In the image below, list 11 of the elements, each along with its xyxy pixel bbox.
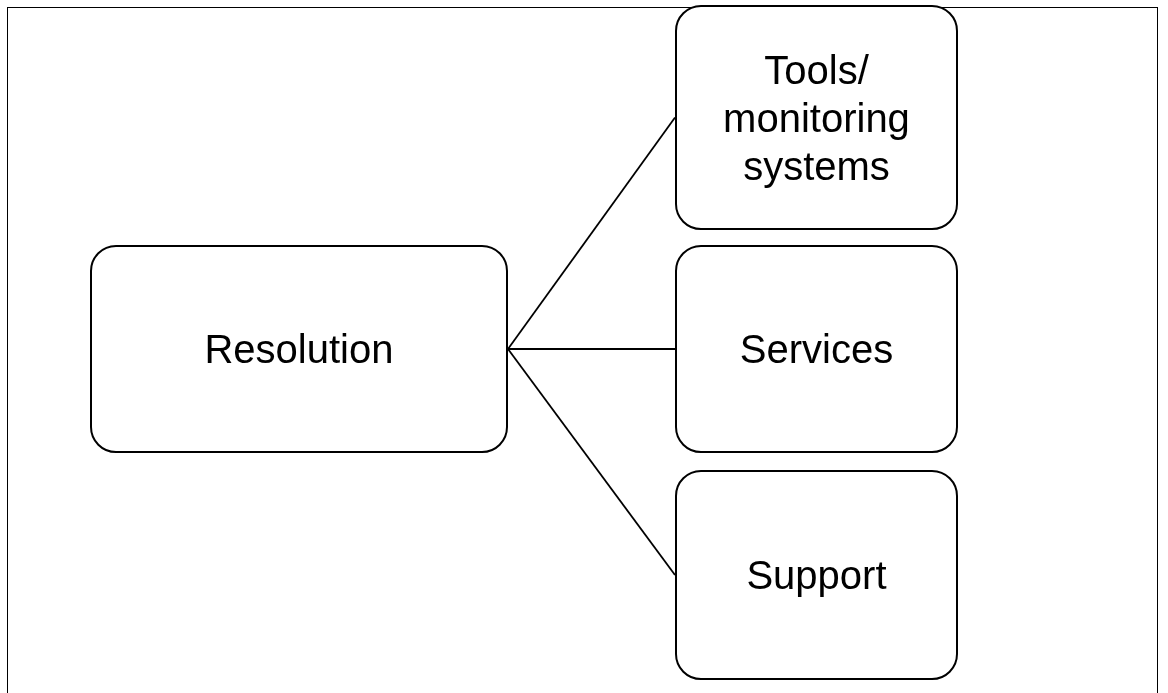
process-box — [90, 245, 508, 453]
process-box — [675, 5, 958, 230]
connector-line — [507, 348, 676, 576]
connector-line — [507, 116, 676, 350]
process-box — [675, 470, 958, 680]
process-box — [675, 245, 958, 453]
box-label: Services — [739, 326, 894, 373]
box-label: Support — [746, 552, 887, 599]
connector-line — [507, 348, 676, 350]
box-label: Resolution — [204, 326, 394, 373]
box-label: Tools/ monitoring systems — [722, 46, 911, 190]
